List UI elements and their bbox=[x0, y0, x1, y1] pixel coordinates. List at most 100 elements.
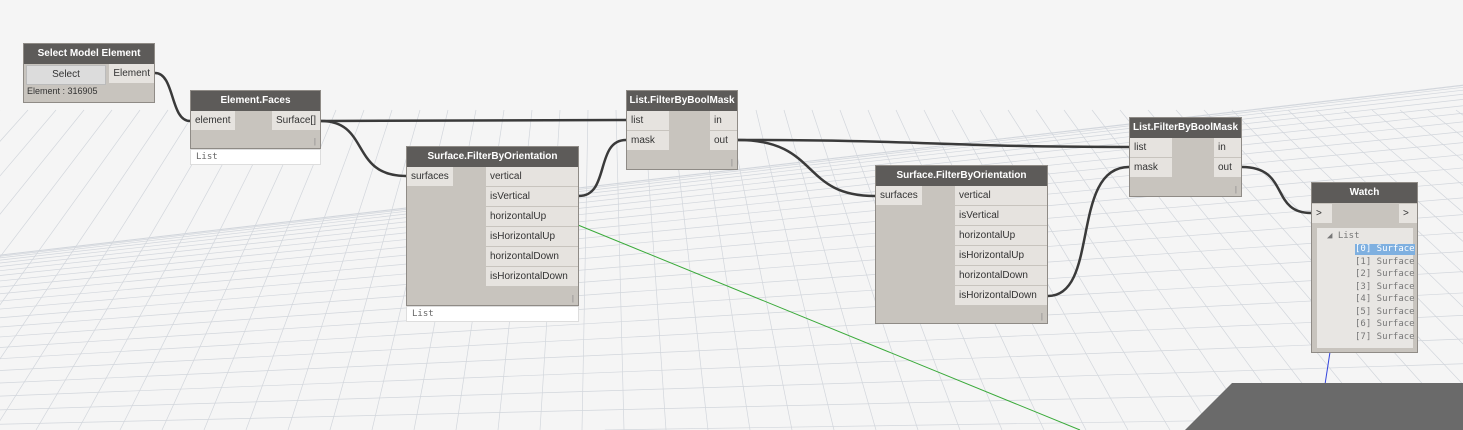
grid-line bbox=[0, 251, 1463, 348]
lacing-indicator: | bbox=[730, 158, 733, 167]
filter-by-orientation-node-2[interactable]: Surface.FilterByOrientation surfaces ver… bbox=[875, 165, 1048, 324]
output-port-ishorizontalup[interactable]: isHorizontalUp bbox=[486, 227, 578, 246]
input-port-list[interactable]: list bbox=[1130, 138, 1172, 157]
lacing-indicator: | bbox=[1040, 312, 1043, 321]
output-port-out[interactable]: out bbox=[1214, 158, 1241, 177]
watch-list-item[interactable]: [3] Surface bbox=[1355, 281, 1415, 292]
element-id-info: Element : 316905 bbox=[27, 86, 98, 96]
wires bbox=[154, 71, 1312, 298]
output-port-ishorizontaldown[interactable]: isHorizontalDown bbox=[486, 267, 578, 286]
filter-by-orientation-node-1[interactable]: Surface.FilterByOrientation surfaces ver… bbox=[406, 146, 579, 306]
output-port-ishorizontalup[interactable]: isHorizontalUp bbox=[955, 246, 1047, 265]
watch-list-item[interactable]: [0] Surface bbox=[1355, 244, 1415, 255]
watch-list-item[interactable]: [1] Surface bbox=[1355, 256, 1415, 267]
grid-line bbox=[0, 109, 169, 360]
input-port-list[interactable]: list bbox=[627, 111, 669, 130]
node-title: List.FilterByBoolMask bbox=[627, 91, 737, 111]
grid-line bbox=[1259, 109, 1463, 308]
wire[interactable] bbox=[154, 71, 191, 123]
tree-root[interactable]: ◢ List bbox=[1327, 231, 1360, 242]
output-port-isvertical[interactable]: isVertical bbox=[486, 187, 578, 206]
input-port-element[interactable]: element bbox=[191, 111, 235, 130]
grid-line bbox=[0, 315, 1463, 384]
output-port-horizontaldown[interactable]: horizontalDown bbox=[486, 247, 578, 266]
grid-line bbox=[0, 232, 1463, 338]
3d-geometry-preview bbox=[1185, 383, 1463, 430]
collapse-triangle-icon[interactable]: ◢ bbox=[1327, 231, 1333, 241]
node-title: Select Model Element bbox=[24, 44, 154, 64]
watch-node[interactable]: Watch > > ◢ List [0] Surface[1] Surface [… bbox=[1311, 182, 1418, 353]
wire[interactable] bbox=[1241, 165, 1312, 215]
lacing-indicator: | bbox=[1234, 185, 1237, 194]
tree-root-label: List bbox=[1337, 231, 1360, 241]
grid-line bbox=[0, 85, 1463, 256]
output-port-element[interactable]: Element bbox=[109, 64, 154, 83]
filter-by-bool-mask-node-2[interactable]: List.FilterByBoolMask list mask in out | bbox=[1129, 117, 1242, 197]
wire[interactable] bbox=[737, 138, 876, 198]
output-port-horizontalup[interactable]: horizontalUp bbox=[955, 226, 1047, 245]
grid-line bbox=[1287, 109, 1463, 274]
grid-line bbox=[581, 109, 589, 430]
grid-line bbox=[0, 271, 1463, 360]
input-port-surfaces[interactable]: surfaces bbox=[407, 167, 453, 186]
grid-line bbox=[0, 167, 1463, 302]
grid-line bbox=[0, 197, 1463, 319]
input-port-surfaces[interactable]: surfaces bbox=[876, 186, 922, 205]
wire[interactable] bbox=[320, 119, 407, 178]
watch-list-item[interactable]: [6] Surface bbox=[1355, 319, 1415, 329]
grid-line bbox=[1063, 109, 1297, 430]
output-port-in[interactable]: in bbox=[710, 111, 737, 130]
wire[interactable] bbox=[737, 138, 1130, 149]
watch-list-item[interactable]: [4] Surface bbox=[1355, 294, 1415, 304]
wire[interactable] bbox=[1047, 165, 1130, 298]
grid-line bbox=[0, 389, 1463, 425]
watch-list-item[interactable]: [2] Surface bbox=[1355, 269, 1415, 279]
grid-line bbox=[0, 109, 113, 258]
output-port-in[interactable]: in bbox=[1214, 138, 1241, 157]
select-model-element-node[interactable]: Select Model Element Select Element Elem… bbox=[23, 43, 155, 103]
node-title: List.FilterByBoolMask bbox=[1130, 118, 1241, 138]
grid-line bbox=[329, 109, 421, 430]
output-port-surfaces[interactable]: Surface[] bbox=[271, 111, 320, 130]
lacing-indicator: | bbox=[313, 137, 316, 146]
output-port-out[interactable]: out bbox=[710, 131, 737, 150]
output-port-vertical[interactable]: vertical bbox=[955, 186, 1047, 205]
element-faces-node[interactable]: Element.Faces element Surface[] | bbox=[190, 90, 321, 149]
grid-line bbox=[245, 109, 365, 430]
grid-line bbox=[0, 109, 85, 215]
grid-line bbox=[0, 109, 57, 177]
wire[interactable] bbox=[578, 138, 627, 198]
input-port[interactable]: > bbox=[1312, 204, 1332, 223]
grid-line bbox=[755, 109, 835, 430]
grid-line bbox=[0, 214, 1463, 328]
grid-line bbox=[0, 86, 1463, 257]
output-port[interactable]: > bbox=[1399, 204, 1417, 223]
output-port-vertical[interactable]: vertical bbox=[486, 167, 578, 186]
watch-list-item[interactable]: [5] Surface bbox=[1355, 306, 1415, 317]
watch-list-item[interactable]: [7] Surface bbox=[1355, 331, 1415, 342]
grid-line bbox=[0, 292, 1463, 371]
output-port-horizontalup[interactable]: horizontalUp bbox=[486, 207, 578, 226]
filter-by-bool-mask-node-1[interactable]: List.FilterByBoolMask list mask in out | bbox=[626, 90, 738, 170]
grid-line bbox=[287, 109, 393, 430]
grid-line bbox=[1343, 109, 1463, 213]
node-title: Watch bbox=[1312, 183, 1417, 203]
x-axis-line bbox=[577, 224, 1081, 430]
grid-line bbox=[0, 84, 1463, 256]
wire[interactable] bbox=[320, 118, 627, 123]
input-port-mask[interactable]: mask bbox=[627, 131, 669, 150]
grid-line bbox=[0, 363, 1463, 411]
output-port-isvertical[interactable]: isVertical bbox=[955, 206, 1047, 225]
node-title: Element.Faces bbox=[191, 91, 320, 111]
input-port-mask[interactable]: mask bbox=[1130, 158, 1172, 177]
lacing-indicator: | bbox=[571, 294, 574, 303]
watch-output-tree[interactable]: ◢ List [0] Surface[1] Surface [2] Surface… bbox=[1317, 228, 1415, 348]
grid-line bbox=[1007, 109, 1213, 430]
output-port-ishorizontaldown[interactable]: isHorizontalDown bbox=[955, 286, 1047, 305]
preview-bubble[interactable]: List bbox=[406, 306, 579, 322]
preview-bubble[interactable]: List bbox=[190, 149, 321, 165]
node-title: Surface.FilterByOrientation bbox=[407, 147, 578, 167]
output-port-horizontaldown[interactable]: horizontalDown bbox=[955, 266, 1047, 285]
select-button[interactable]: Select bbox=[26, 65, 106, 85]
